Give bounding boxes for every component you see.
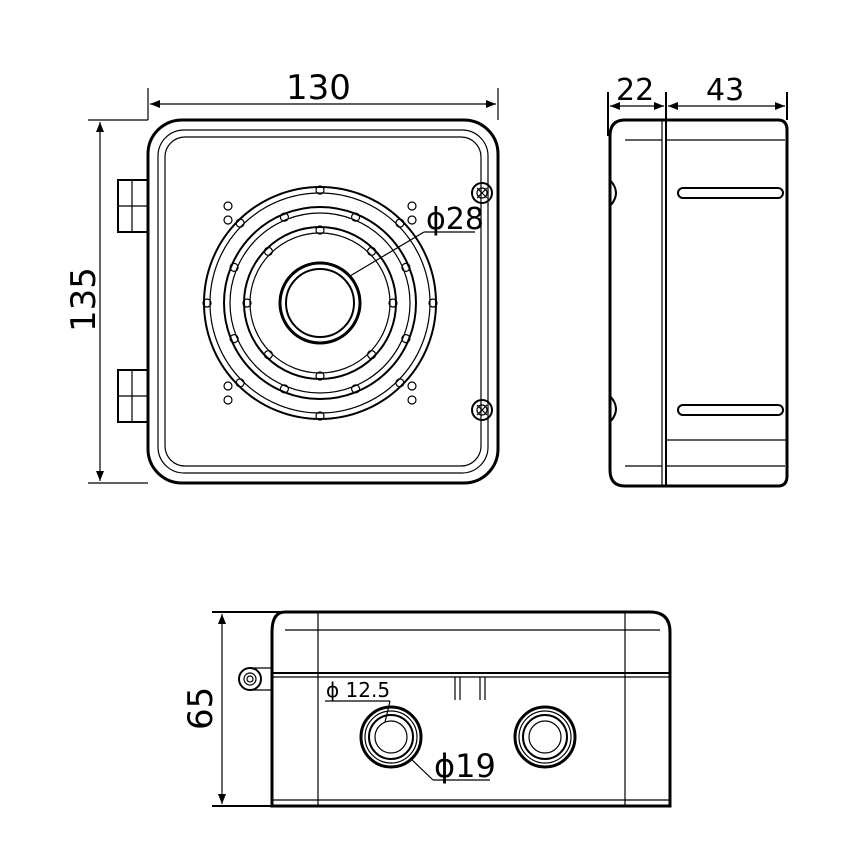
corner-mounting-hole: [407, 381, 417, 391]
corner-mounting-hole: [223, 201, 233, 211]
center-hole-diameter-label: ϕ28: [426, 202, 484, 237]
mounting-hole: [395, 218, 405, 228]
screw-bottom: [471, 399, 493, 421]
mounting-hole: [351, 212, 361, 222]
outer-hole-diameter-label: ϕ19: [434, 747, 496, 785]
front-outer-body: [146, 118, 500, 485]
mounting-hole: [315, 371, 325, 381]
corner-mounting-hole: [407, 215, 417, 225]
bottom-outline: [270, 610, 672, 808]
bottom-hinge: [238, 667, 272, 691]
bottom-latch: [454, 677, 486, 700]
mounting-hole: [235, 378, 245, 388]
center-hole-leader: [349, 231, 425, 277]
mounting-hole: [315, 185, 325, 195]
mounting-hole: [367, 350, 377, 360]
lid-depth-label: 22: [616, 73, 654, 108]
body-depth-label: 43: [706, 73, 744, 108]
mounting-hole: [202, 298, 212, 308]
mounting-hole: [229, 262, 239, 272]
mounting-hole: [395, 378, 405, 388]
front-lid-face: [164, 136, 482, 467]
hinge-bottom: [117, 369, 149, 423]
mounting-hole: [279, 212, 289, 222]
inner-hole-leader: [384, 700, 391, 723]
corner-mounting-hole: [223, 381, 233, 391]
bottom-height-label: 65: [181, 687, 221, 730]
cable-gland-left: [359, 705, 423, 769]
corner-mounting-hole: [407, 395, 417, 405]
center-hole: [278, 261, 362, 345]
mounting-holes: [202, 185, 438, 421]
side-hinge-top: [609, 179, 617, 207]
screw-top: [471, 182, 493, 204]
mounting-hole: [263, 246, 273, 256]
mounting-hole: [401, 334, 411, 344]
mounting-rings: [203, 186, 437, 420]
mounting-hole: [315, 225, 325, 235]
side-outline: [608, 118, 789, 488]
mounting-hole: [263, 350, 273, 360]
side-slot-top: [677, 187, 784, 199]
mounting-hole: [401, 262, 411, 272]
mounting-hole: [279, 384, 289, 394]
side-hinge-bottom: [609, 395, 617, 423]
mounting-hole: [242, 298, 252, 308]
outer-hole-leader: [409, 757, 434, 781]
corner-mounting-hole: [407, 201, 417, 211]
height-label: 135: [64, 267, 104, 332]
cable-gland-right: [513, 705, 577, 769]
corner-mounting-hole: [223, 215, 233, 225]
mounting-hole: [388, 298, 398, 308]
side-slot-bottom: [677, 404, 784, 416]
mounting-hole: [315, 411, 325, 421]
bottom-view: ϕ 12.5 ϕ19 65: [181, 610, 672, 808]
front-inner-lid: [157, 129, 489, 474]
mounting-hole: [367, 246, 377, 256]
front-view: ϕ28 130 135: [64, 68, 500, 485]
width-label: 130: [286, 68, 351, 108]
hinge-top: [117, 179, 149, 233]
inner-hole-diameter-label: ϕ 12.5: [326, 678, 390, 702]
corner-mounting-hole: [223, 395, 233, 405]
mounting-hole: [235, 218, 245, 228]
mounting-hole: [351, 384, 361, 394]
mounting-hole: [428, 298, 438, 308]
mounting-hole: [229, 334, 239, 344]
side-view: 22 43: [607, 73, 789, 488]
